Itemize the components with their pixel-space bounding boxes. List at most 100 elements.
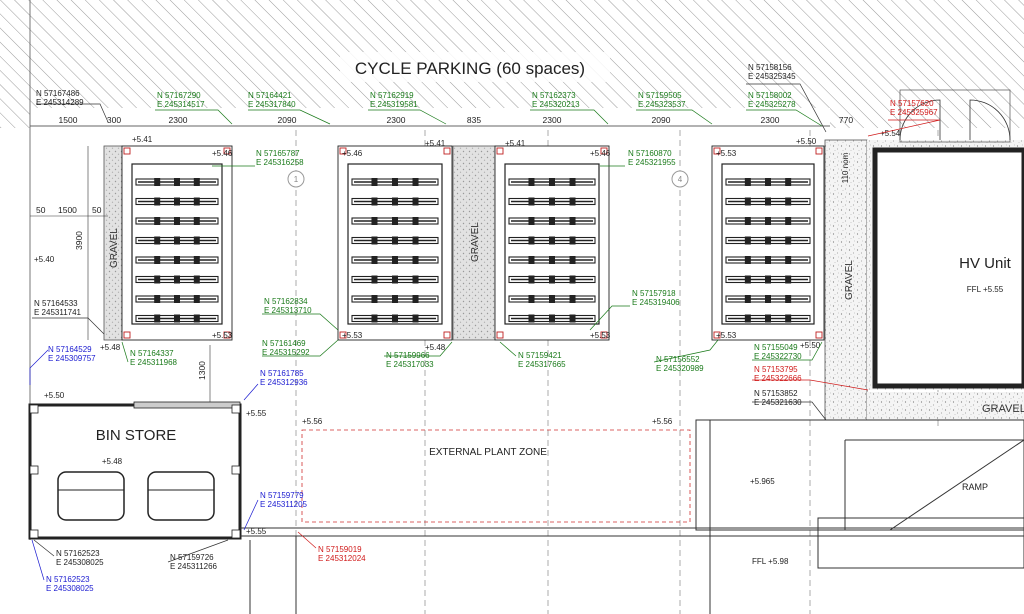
- coordinate-northing: N 57157918: [632, 289, 676, 298]
- level-label: +5.53: [716, 149, 737, 158]
- coordinate-northing: N 57164533: [34, 299, 78, 308]
- level-label: +5.48: [100, 343, 121, 352]
- dim-4: 2090: [278, 115, 297, 125]
- coordinate-northing: N 57167290: [157, 91, 201, 100]
- level-label: +5.41: [425, 139, 446, 148]
- coordinate-northing: N 57164421: [248, 91, 292, 100]
- coordinate-easting: E 245311205: [260, 500, 308, 509]
- grid-marker-4: 4: [678, 175, 683, 184]
- coordinate-easting: E 245308025: [46, 584, 94, 593]
- hv-unit-title: HV Unit: [959, 255, 1012, 272]
- coordinate-northing: N 57159421: [518, 351, 562, 360]
- coordinate-northing: N 57160870: [628, 149, 672, 158]
- coordinate-northing: N 57159966: [386, 351, 430, 360]
- dim-10: 770: [839, 115, 853, 125]
- dim-6: 835: [467, 115, 481, 125]
- level-label: +5.55: [246, 409, 267, 418]
- dim-8: 2090: [652, 115, 671, 125]
- level-label: +5.53: [342, 331, 363, 340]
- level-label: +5.965: [750, 477, 775, 486]
- coordinate-northing: N 57159779: [260, 491, 304, 500]
- cycle-bay-3: [494, 145, 610, 341]
- coordinate-northing: N 57165787: [256, 149, 300, 158]
- cycle-bay-4: [711, 145, 825, 341]
- external-plant-zone: [301, 429, 691, 523]
- level-label: +5.55: [246, 527, 267, 536]
- coordinate-northing: N 57161785: [260, 369, 304, 378]
- dim-2: 300: [107, 115, 121, 125]
- coordinate-easting: E 245309757: [48, 354, 96, 363]
- level-label: +5.53: [590, 331, 611, 340]
- ramp-label: RAMP: [962, 482, 988, 492]
- title-backdrop: [340, 52, 610, 82]
- level-label: +5.56: [652, 417, 673, 426]
- coordinate-northing: N 57153795: [754, 365, 798, 374]
- level-label: +5.41: [505, 139, 526, 148]
- coordinate-northing: N 57161469: [262, 339, 306, 348]
- coordinate-easting: E 245315292: [262, 348, 310, 357]
- coordinate-easting: E 245321630: [754, 398, 802, 407]
- hv-unit: HV Unit FFL +5.55 110 nom: [841, 89, 1024, 390]
- level-label: +5.46: [342, 149, 363, 158]
- bin-1: [57, 471, 125, 521]
- bin-gap-dim: 1300: [197, 361, 207, 380]
- level-label: FFL +5.98: [752, 557, 789, 566]
- gravel-label-2: GRAVEL: [470, 222, 481, 262]
- left-dim-height: 3900: [74, 231, 84, 250]
- coordinate-northing: N 57155049: [754, 343, 798, 352]
- coordinate-easting: E 245320213: [532, 100, 580, 109]
- coordinate-northing: N 57153852: [754, 389, 798, 398]
- coordinate-easting: E 245311741: [34, 308, 82, 317]
- dim-9: 2300: [761, 115, 780, 125]
- level-label: +5.56: [302, 417, 323, 426]
- dim-5: 2300: [387, 115, 406, 125]
- coordinate-northing: N 57159019: [318, 545, 362, 554]
- level-label: +5.40: [34, 255, 55, 264]
- coordinate-northing: N 57162919: [370, 91, 414, 100]
- coordinate-easting: E 245322730: [754, 352, 802, 361]
- hv-unit-clearance: 110 nom: [841, 152, 850, 183]
- coordinate-easting: E 245322666: [754, 374, 802, 383]
- level-label: +5.54: [880, 129, 901, 138]
- coordinate-easting: E 245323537: [638, 100, 686, 109]
- level-label: +5.41: [132, 135, 153, 144]
- level-label: +5.46: [590, 149, 611, 158]
- coordinate-easting: E 245317840: [248, 100, 296, 109]
- coordinate-easting: E 245325278: [748, 100, 796, 109]
- level-label: +5.53: [716, 331, 737, 340]
- coordinate-easting: E 245325345: [748, 72, 796, 81]
- coordinate-northing: N 57162523: [56, 549, 100, 558]
- coordinate-northing: N 57158156: [748, 63, 792, 72]
- dim-7: 2300: [543, 115, 562, 125]
- hv-unit-ffl: FFL +5.55: [967, 285, 1004, 294]
- coordinate-northing: N 57157620: [890, 99, 934, 108]
- left-dim-b: 1500: [58, 205, 77, 215]
- plant-zone-label: EXTERNAL PLANT ZONE: [429, 447, 547, 458]
- left-dim-a: 50: [36, 205, 46, 215]
- dimension-row: 1500 300 2300 2090 2300 835 2300 2090 23…: [59, 115, 854, 125]
- level-labels: +5.41 +5.46 +5.46 +5.41 +5.41 +5.46 +5.5…: [34, 129, 901, 566]
- gravel-label-3: GRAVEL: [844, 260, 855, 300]
- coordinate-easting: E 245320989: [656, 364, 704, 373]
- coordinate-northing: N 57162523: [46, 575, 90, 584]
- level-label: +5.53: [212, 331, 233, 340]
- level-label: +5.50: [800, 341, 821, 350]
- dim-3: 2300: [169, 115, 188, 125]
- coordinate-northing: N 57162373: [532, 91, 576, 100]
- coordinate-easting: E 245312936: [260, 378, 308, 387]
- bin-store-level: +5.48: [102, 457, 123, 466]
- bin-store-title: BIN STORE: [96, 427, 177, 444]
- grid-marker-1: 1: [294, 175, 299, 184]
- coordinate-easting: E 245317033: [386, 360, 434, 369]
- dim-1: 1500: [59, 115, 78, 125]
- coordinate-northing: N 57158002: [748, 91, 792, 100]
- bin-2: [147, 471, 215, 521]
- cycle-bay-1: [121, 145, 233, 341]
- coordinate-easting: E 245308025: [56, 558, 104, 567]
- left-dimensions: 50 1500 50 3900 1300: [30, 146, 211, 402]
- coordinate-northing: N 57164529: [48, 345, 92, 354]
- coordinate-easting: E 245314517: [157, 100, 205, 109]
- level-label: +5.48: [425, 343, 446, 352]
